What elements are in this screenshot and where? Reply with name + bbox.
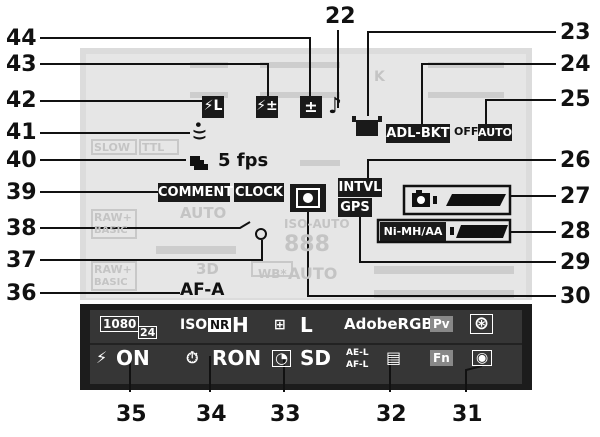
fn-badge: Fn [430, 350, 453, 366]
iso-auto-off: OFF [454, 125, 479, 138]
interval-indicator: INTVL [338, 178, 382, 197]
callout-37: 37 [6, 248, 37, 273]
iso-nr-prefix: ISO [180, 317, 208, 333]
af-area-mode: AF-A [180, 280, 225, 300]
callout-26: 26 [560, 148, 591, 173]
nimh-aa-indicator: Ni-MH/AA [380, 222, 446, 241]
clock-battery-icon [255, 228, 267, 240]
callout-28: 28 [560, 219, 591, 244]
comment-indicator: COMMENT [158, 183, 234, 202]
iso-auto-indicator: AUTO [478, 124, 512, 141]
callout-34: 34 [196, 402, 227, 427]
release-mode-icon [190, 156, 208, 170]
metering-small-icon: ◉ [472, 350, 493, 366]
active-dlighting: SD [300, 346, 332, 370]
callout-24: 24 [560, 52, 591, 77]
ghost-3d: 3D [196, 260, 219, 278]
flash-comp-icon: ⚡± [256, 98, 278, 114]
callout-23: 23 [560, 20, 591, 45]
callout-25: 25 [560, 87, 591, 112]
flash-icon: ⚡ [96, 348, 108, 367]
callout-32: 32 [376, 402, 407, 427]
iso-nr-badge: NR [208, 318, 232, 332]
adl-bracket-indicator: ADL-BKT [386, 124, 450, 143]
callout-39: 39 [6, 180, 37, 205]
ghost-raw-1: RAW+ [94, 211, 132, 224]
long-exposure-nr: RON [212, 346, 262, 370]
ghost-888: 888 [284, 232, 330, 257]
color-space: AdobeRGB [344, 315, 433, 333]
ghost-auto-2: AUTO [288, 264, 338, 283]
callout-40: 40 [6, 148, 37, 173]
beep-icon: ♪ [328, 94, 343, 119]
preview-badge: Pv [430, 316, 453, 332]
ghost-boxes [91, 139, 293, 291]
flash-lock-icon: ⚡L [202, 98, 224, 114]
aeaf-top: AE-L [346, 348, 369, 358]
callout-33: 33 [270, 402, 301, 427]
aeaf-bottom: AF-L [346, 360, 369, 370]
ghost-slow: SLOW [94, 141, 131, 154]
callout-35: 35 [116, 402, 147, 427]
on-label: ON [116, 346, 150, 370]
callout-38: 38 [6, 216, 37, 241]
callout-29: 29 [560, 250, 591, 275]
ghost-raw-2: RAW+ [94, 263, 132, 276]
ghost-basic-1: BASIC [94, 225, 128, 236]
callout-41: 41 [6, 120, 37, 145]
release-rate: 5 fps [218, 150, 269, 171]
ghost-auto: AUTO [180, 204, 227, 222]
picture-control-value: L [300, 313, 313, 337]
aperture-icon: ⊛ [470, 314, 494, 334]
movie-fps: 24 [138, 326, 158, 339]
callout-44: 44 [6, 26, 37, 51]
callout-27: 27 [560, 184, 591, 209]
dlighting-icon: ◔ [272, 350, 292, 367]
movie-quality: 1080 [100, 316, 140, 332]
iso-nr-value: H [232, 313, 249, 337]
leader-lines [40, 30, 556, 392]
fn-assign-icon: ▤ [386, 348, 402, 367]
callout-31: 31 [452, 402, 483, 427]
ghost-ttl: TTL [142, 141, 165, 154]
clock-indicator: CLOCK [234, 183, 284, 202]
ghost-wb: WB* [258, 267, 287, 281]
picture-control-icon: ⊞ [274, 317, 286, 333]
ghost-iso-auto: ISO-AUTO [284, 217, 350, 231]
callout-30: 30 [560, 284, 591, 309]
camera-battery-indicator [402, 184, 512, 216]
timer-icon: ⏱ [186, 348, 199, 367]
callout-42: 42 [6, 88, 37, 113]
exposure-comp-icon: ± [300, 99, 322, 115]
ghost-basic-2: BASIC [94, 277, 128, 288]
ghost-k: K [374, 69, 385, 85]
callout-22: 22 [325, 4, 356, 29]
callout-43: 43 [6, 52, 37, 77]
gps-indicator: GPS [338, 198, 372, 217]
battery-pack-icon [356, 120, 378, 136]
wireless-icon: ((• [192, 120, 208, 141]
ghost-meter [156, 160, 340, 254]
callout-36: 36 [6, 281, 37, 306]
